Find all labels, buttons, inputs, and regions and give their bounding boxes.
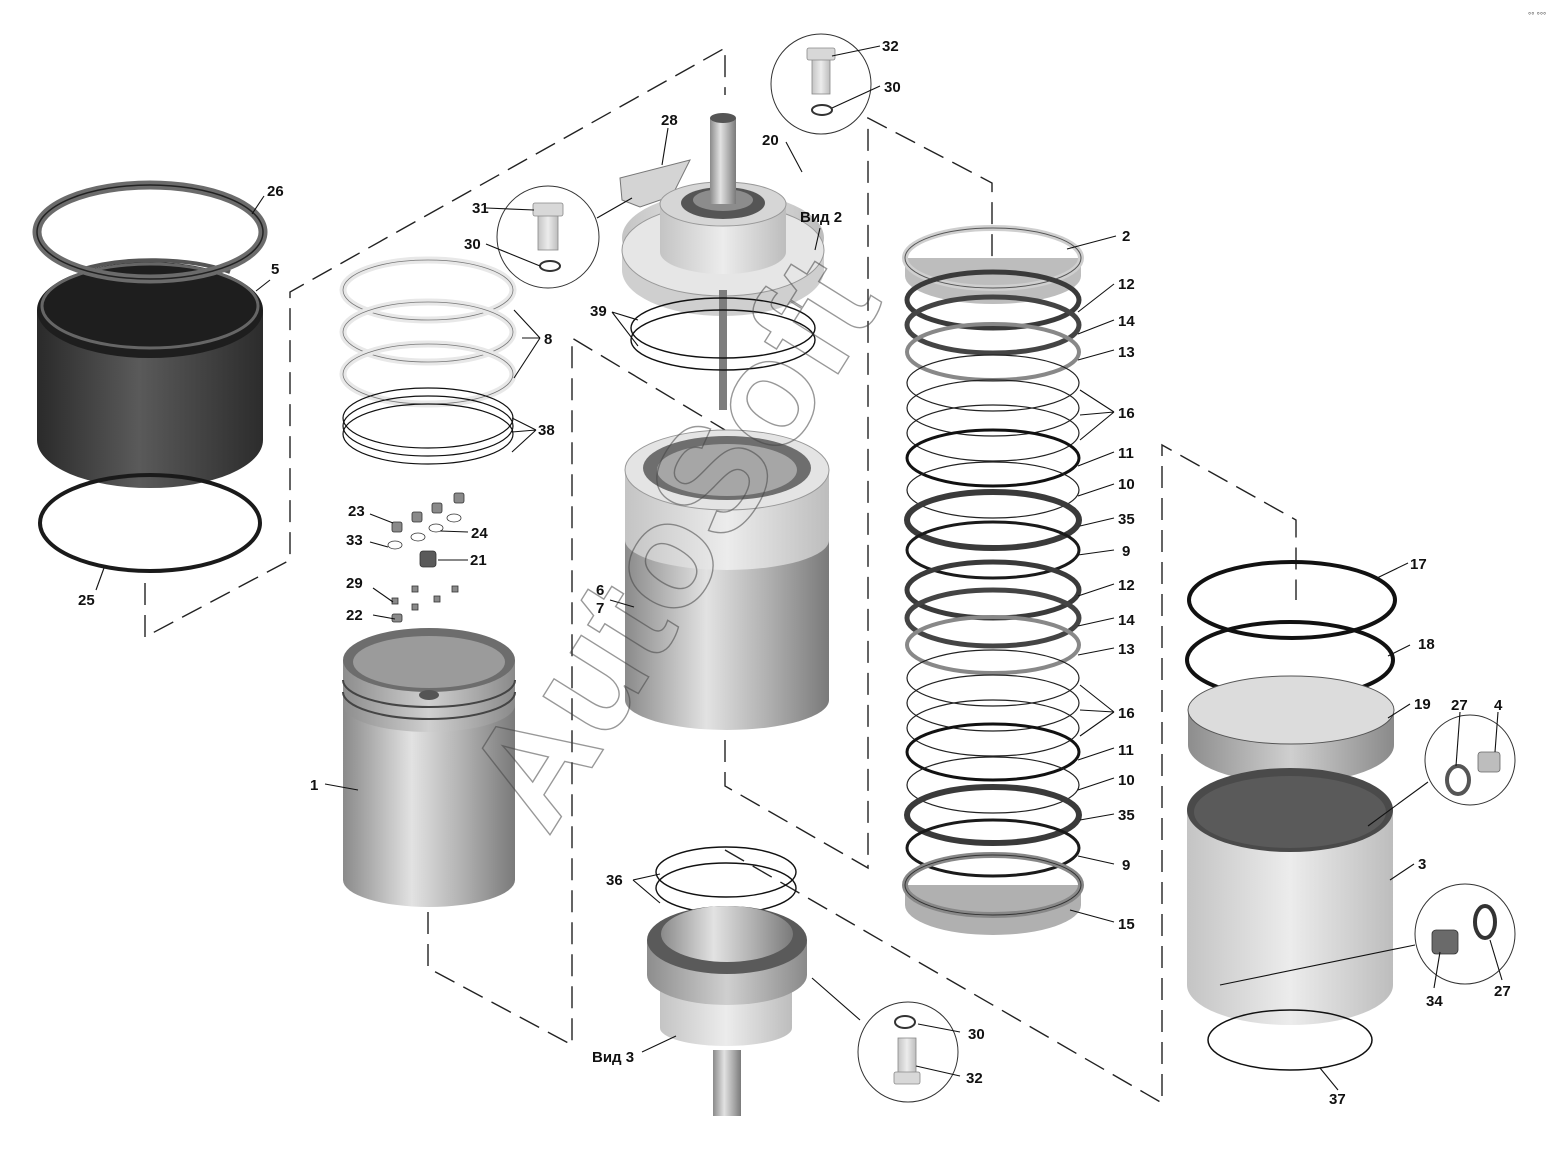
callout-1: 1 bbox=[310, 777, 318, 794]
part-3-housing bbox=[1187, 768, 1393, 1025]
detail-circle-27-4 bbox=[1367, 714, 1516, 827]
part-1-piston bbox=[342, 628, 516, 907]
top-head-assembly bbox=[621, 113, 825, 410]
callout-13-b: 13 bbox=[1118, 641, 1135, 658]
part-8-bands bbox=[339, 256, 517, 408]
corner-mark: °° °°° bbox=[1528, 11, 1546, 20]
part-39-orings bbox=[630, 297, 816, 371]
part-37-oring bbox=[1207, 1009, 1373, 1071]
callout-2: 2 bbox=[1122, 228, 1130, 245]
part-17-ring bbox=[1187, 560, 1397, 640]
callout-13-a: 13 bbox=[1118, 344, 1135, 361]
callout-12-b: 12 bbox=[1118, 577, 1135, 594]
detail-circle-31-30 bbox=[496, 185, 633, 289]
callout-17: 17 bbox=[1410, 556, 1427, 573]
callout-36: 36 bbox=[606, 872, 623, 889]
callout-16-a: 16 bbox=[1118, 405, 1135, 422]
callout-39: 39 bbox=[590, 303, 607, 320]
callout-12-a: 12 bbox=[1118, 276, 1135, 293]
callout-24: 24 bbox=[471, 525, 488, 542]
part-6-7-cylinder bbox=[624, 429, 830, 730]
callout-19: 19 bbox=[1414, 696, 1431, 713]
callout-22: 22 bbox=[346, 607, 363, 624]
assembly-dashed-lines bbox=[144, 46, 1297, 1105]
callout-14-b: 14 bbox=[1118, 612, 1135, 629]
callout-21: 21 bbox=[470, 552, 487, 569]
callout-7: 7 bbox=[596, 600, 604, 617]
callout-38: 38 bbox=[538, 422, 555, 439]
view-3-label: Вид 3 bbox=[592, 1049, 634, 1066]
callout-labels: 26 5 25 8 38 23 24 33 21 29 22 1 6 7 39 … bbox=[78, 38, 1511, 1108]
callout-27-top: 27 bbox=[1451, 697, 1468, 714]
part-5-dark-sleeve bbox=[37, 258, 263, 488]
leader-lines bbox=[95, 45, 1503, 1091]
callout-31: 31 bbox=[472, 200, 489, 217]
callout-9-b: 9 bbox=[1122, 857, 1130, 874]
callout-29: 29 bbox=[346, 575, 363, 592]
callout-9-a: 9 bbox=[1122, 543, 1130, 560]
part-38-thin-rings bbox=[342, 387, 514, 465]
callout-6: 6 bbox=[596, 582, 604, 599]
callout-33: 33 bbox=[346, 532, 363, 549]
callout-30-top: 30 bbox=[884, 79, 901, 96]
callout-10-a: 10 bbox=[1118, 476, 1135, 493]
callout-14-a: 14 bbox=[1118, 313, 1135, 330]
callout-32-bottom: 32 bbox=[966, 1070, 983, 1087]
callout-34: 34 bbox=[1426, 993, 1443, 1010]
part-25-oring bbox=[38, 473, 262, 573]
callout-8: 8 bbox=[544, 331, 552, 348]
callout-25: 25 bbox=[78, 592, 95, 609]
small-fasteners-group bbox=[387, 492, 465, 623]
callout-10-b: 10 bbox=[1118, 772, 1135, 789]
callout-32-top: 32 bbox=[882, 38, 899, 55]
part-19-band bbox=[1187, 675, 1395, 783]
callout-3: 3 bbox=[1418, 856, 1426, 873]
detail-circle-30-32-bottom bbox=[811, 977, 959, 1103]
callout-20: 20 bbox=[762, 132, 779, 149]
ring-stack bbox=[902, 225, 1084, 935]
callout-28: 28 bbox=[661, 112, 678, 129]
callout-23: 23 bbox=[348, 503, 365, 520]
view-2-label: Вид 2 bbox=[800, 209, 842, 226]
callout-35-a: 35 bbox=[1118, 511, 1135, 528]
callout-37: 37 bbox=[1329, 1091, 1346, 1108]
callout-15: 15 bbox=[1118, 916, 1135, 933]
bottom-head-assembly bbox=[647, 906, 807, 1116]
callout-4: 4 bbox=[1494, 697, 1503, 714]
callout-30-bottom: 30 bbox=[968, 1026, 985, 1043]
callout-27-bottom: 27 bbox=[1494, 983, 1511, 1000]
callout-16-b: 16 bbox=[1118, 705, 1135, 722]
detail-circle-32-30-top bbox=[770, 33, 872, 135]
callout-26: 26 bbox=[267, 183, 284, 200]
callout-35-b: 35 bbox=[1118, 807, 1135, 824]
part-28-plate bbox=[619, 159, 691, 208]
part-36-orings bbox=[655, 846, 797, 914]
callout-11-b: 11 bbox=[1118, 742, 1134, 759]
detail-circle-34-27 bbox=[1219, 883, 1516, 986]
callout-18: 18 bbox=[1418, 636, 1435, 653]
callout-5: 5 bbox=[271, 261, 279, 278]
callout-30-left: 30 bbox=[464, 236, 481, 253]
callout-11-a: 11 bbox=[1118, 445, 1134, 462]
